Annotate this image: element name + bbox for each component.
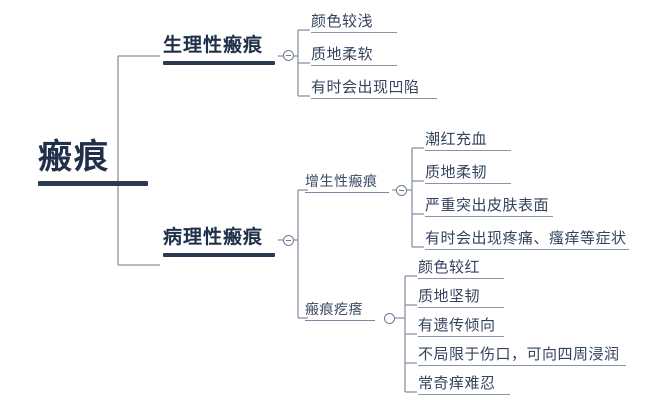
leaf-node[interactable]: 有时会出现凹陷 xyxy=(311,79,437,100)
leaf-underline xyxy=(311,32,397,34)
leaf-underline xyxy=(418,336,504,338)
branch-underline xyxy=(163,253,275,257)
branch-underline xyxy=(163,61,275,65)
collapse-toggle-keloid[interactable] xyxy=(384,313,395,324)
subbranch-label: 增生性瘢痕 xyxy=(305,173,378,189)
leaf-node[interactable]: 颜色较红 xyxy=(418,259,504,280)
subbranch-underline xyxy=(305,320,375,322)
leaf-node[interactable]: 潮红充血 xyxy=(425,131,511,152)
leaf-underline xyxy=(311,98,437,100)
leaf-label: 严重突出皮肤表面 xyxy=(425,197,550,214)
leaf-node[interactable]: 颜色较浅 xyxy=(311,13,397,34)
root-label: 瘢痕 xyxy=(38,138,110,176)
collapse-toggle-pathological[interactable] xyxy=(283,235,294,246)
leaf-label: 质地柔韧 xyxy=(425,164,488,181)
leaf-node[interactable]: 质地柔韧 xyxy=(425,164,511,185)
leaf-node[interactable]: 质地坚韧 xyxy=(418,288,504,309)
leaf-node[interactable]: 有时会出现疼痛、瘙痒等症状 xyxy=(425,230,629,251)
leaf-node[interactable]: 质地柔软 xyxy=(311,46,397,67)
leaf-underline xyxy=(425,249,629,251)
leaf-label: 不局限于伤口，可向四周浸润 xyxy=(418,346,620,363)
leaf-label: 颜色较红 xyxy=(418,259,481,276)
leaf-underline xyxy=(418,394,510,396)
leaf-node[interactable]: 有遗传倾向 xyxy=(418,317,504,338)
collapse-toggle-hypertrophic[interactable] xyxy=(396,185,407,196)
leaf-node[interactable]: 不局限于伤口，可向四周浸润 xyxy=(418,346,626,367)
branch-node-pathological[interactable]: 病理性瘢痕 xyxy=(163,228,275,257)
root-node[interactable]: 瘢痕 xyxy=(38,140,148,186)
leaf-underline xyxy=(425,183,511,185)
root-underline xyxy=(38,181,148,186)
collapse-toggle-physiological[interactable] xyxy=(283,50,294,61)
leaf-label: 常奇痒难忍 xyxy=(418,375,496,392)
leaf-label: 有遗传倾向 xyxy=(418,317,496,334)
branch-label: 生理性瘢痕 xyxy=(163,35,264,56)
leaf-underline xyxy=(311,65,397,67)
subbranch-underline xyxy=(305,192,389,194)
subbranch-node-hypertrophic[interactable]: 增生性瘢痕 xyxy=(305,173,389,194)
leaf-node[interactable]: 常奇痒难忍 xyxy=(418,375,510,396)
subbranch-label: 瘢痕疙瘩 xyxy=(305,301,363,317)
leaf-label: 颜色较浅 xyxy=(311,13,374,30)
leaf-label: 有时会出现凹陷 xyxy=(311,79,420,96)
leaf-node[interactable]: 严重突出皮肤表面 xyxy=(425,197,553,218)
leaf-label: 质地坚韧 xyxy=(418,288,481,305)
branch-label: 病理性瘢痕 xyxy=(163,227,264,248)
leaf-underline xyxy=(425,216,553,218)
leaf-underline xyxy=(418,307,504,309)
leaf-underline xyxy=(418,278,504,280)
leaf-underline xyxy=(418,365,626,367)
leaf-label: 质地柔软 xyxy=(311,46,374,63)
leaf-underline xyxy=(425,150,511,152)
branch-node-physiological[interactable]: 生理性瘢痕 xyxy=(163,36,275,65)
leaf-label: 潮红充血 xyxy=(425,131,488,148)
leaf-label: 有时会出现疼痛、瘙痒等症状 xyxy=(425,230,627,247)
subbranch-node-keloid[interactable]: 瘢痕疙瘩 xyxy=(305,301,375,322)
